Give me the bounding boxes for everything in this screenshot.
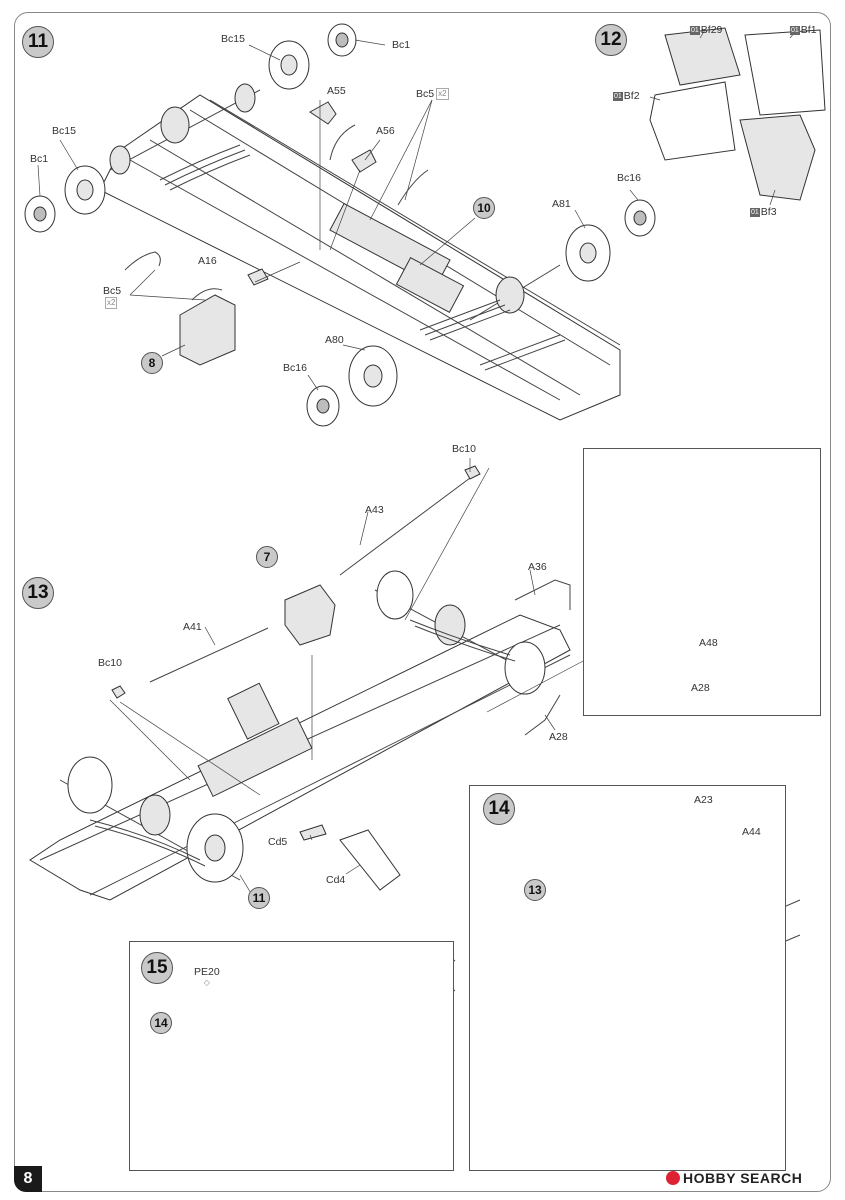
sprue-badge: 01 (613, 91, 623, 101)
step-number-13: 13 (22, 577, 54, 609)
ref-step-10: 10 (473, 197, 495, 219)
page-number: 8 (14, 1166, 42, 1192)
part-label-a44: A44 (742, 826, 761, 838)
step14-box (469, 785, 786, 1171)
part-label-a16: A16 (198, 255, 217, 267)
part-label-a56: A56 (376, 125, 395, 137)
step11-chassis-drawing (24, 23, 656, 427)
step12-radiator-drawing (649, 27, 826, 206)
part-label-a55: A55 (327, 85, 346, 97)
watermark-logo-icon (666, 1171, 680, 1185)
sprue-badge: 01 (750, 207, 760, 217)
part-label-a80: A80 (325, 334, 344, 346)
step-number-14: 14 (483, 793, 515, 825)
step-number-15: 15 (141, 952, 173, 984)
step-number-11: 11 (22, 26, 54, 58)
part-label-a81: A81 (552, 198, 571, 210)
ref-step-13: 13 (524, 879, 546, 901)
sprue-badge: 01 (790, 25, 800, 35)
part-label-a43: A43 (365, 504, 384, 516)
part-label-a28: A28 (549, 731, 568, 743)
part-label-cd4: Cd4 (326, 874, 346, 886)
watermark: HOBBY SEARCH (666, 1170, 802, 1186)
part-label-cd5: Cd5 (268, 836, 288, 848)
step13-detail-box (583, 448, 821, 716)
part-label-a48: A48 (699, 637, 718, 649)
part-label-a41: A41 (183, 621, 202, 633)
part-label-bc10: Bc10 (98, 657, 122, 669)
ref-step-7: 7 (256, 546, 278, 568)
part-label-bc15: Bc15 (221, 33, 245, 45)
part-label-a36: A36 (528, 561, 547, 573)
part-label-bc16: Bc16 (283, 362, 307, 374)
quantity-badge: x2 (436, 88, 449, 101)
part-label-bc16: Bc16 (617, 172, 641, 184)
part-label-bc1: Bc1 (30, 153, 49, 165)
ref-step-8: 8 (141, 352, 163, 374)
part-label-a28: A28 (691, 682, 710, 694)
photo-etch-icon: ◇ (203, 978, 210, 987)
part-label-a23: A23 (694, 794, 713, 806)
part-label-bc15: Bc15 (52, 125, 76, 137)
part-label-bc10: Bc10 (452, 443, 476, 455)
ref-step-11: 11 (248, 887, 270, 909)
step15-box (129, 941, 454, 1171)
part-label-bc1: Bc1 (392, 39, 411, 51)
step13-chassis-drawing (29, 458, 586, 901)
step-number-12: 12 (595, 24, 627, 56)
page-border (14, 12, 831, 1192)
part-label-pe20: PE20◇ (194, 966, 220, 987)
ref-step-14: 14 (150, 1012, 172, 1034)
quantity-badge: x2 (105, 297, 118, 310)
sprue-badge: 01 (690, 25, 700, 35)
